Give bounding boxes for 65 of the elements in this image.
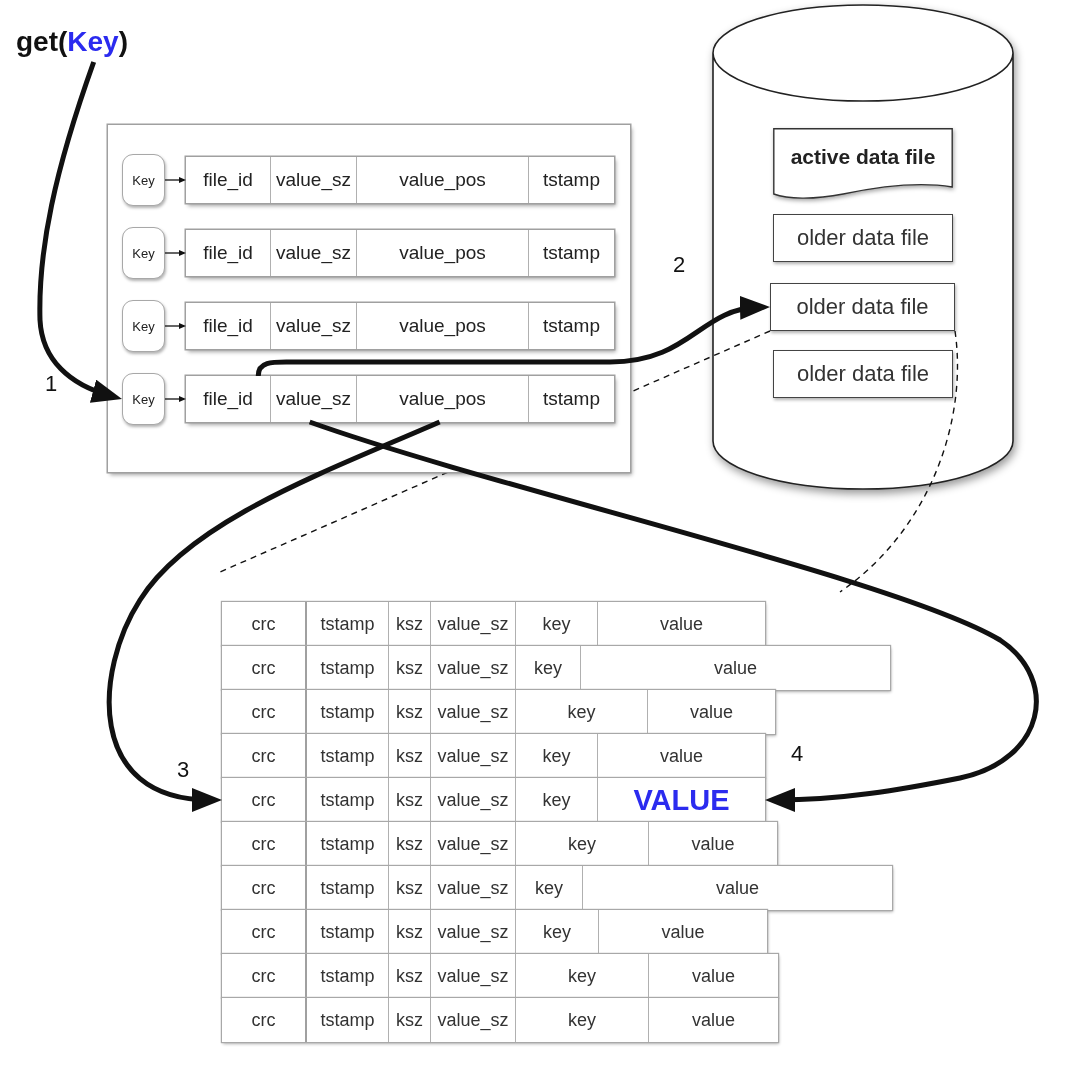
keydir-field: value_pos [357, 157, 529, 203]
keydir-field: tstamp [529, 230, 614, 276]
data-record [222, 734, 765, 778]
record-field: crc [222, 734, 305, 778]
record-field: value [648, 998, 778, 1042]
data-file-box: older data file [773, 214, 953, 262]
data-record [222, 954, 778, 998]
keydir-field: value_sz [271, 376, 357, 422]
connector-arrow [164, 396, 186, 402]
keydir-field: value_pos [357, 303, 529, 349]
keydir-field: file_id [186, 303, 271, 349]
record-field: crc [222, 866, 305, 910]
keydir-field: file_id [186, 157, 271, 203]
keydir-entry [186, 376, 614, 422]
key-field: Key [122, 227, 165, 279]
record-field: key [515, 998, 648, 1042]
record-field: crc [222, 954, 305, 998]
key-field: Key [122, 300, 165, 352]
record-field: crc [222, 602, 305, 646]
keydir-panel [108, 125, 630, 472]
keydir-field: tstamp [529, 376, 614, 422]
function-call-text: get(Key) [16, 22, 150, 62]
record-field: crc [222, 778, 305, 822]
disk-cylinder [711, 3, 1015, 493]
key-field: Key [122, 373, 165, 425]
keydir-field: value_sz [271, 303, 357, 349]
record-field: crc [222, 646, 305, 690]
zoom-guide-line [839, 330, 958, 593]
record-field: value_sz [430, 998, 515, 1042]
data-file-box: older data file [773, 350, 953, 398]
connector-arrow [164, 250, 186, 256]
data-record [222, 910, 767, 954]
step-arrow [308, 419, 1039, 812]
keydir-field: value_sz [271, 157, 357, 203]
step-arrow [106, 419, 441, 811]
data-record [222, 778, 765, 822]
record-field: crc [222, 690, 305, 734]
record-field: ksz [388, 998, 430, 1042]
data-record [222, 998, 778, 1042]
data-record [222, 690, 775, 734]
keydir-field: value_pos [357, 230, 529, 276]
keydir-field: tstamp [529, 157, 614, 203]
record-field: tstamp [305, 998, 388, 1042]
keydir-field: tstamp [529, 303, 614, 349]
keydir-entry [186, 230, 614, 276]
connector-arrow [164, 177, 186, 183]
data-file-box: older data file [770, 283, 955, 331]
keydir-entry [186, 157, 614, 203]
record-field: crc [222, 822, 305, 866]
data-record [222, 866, 892, 910]
keydir-field: value_pos [357, 376, 529, 422]
zoom-guide-line [219, 330, 771, 573]
record-field: crc [222, 998, 305, 1042]
connector-arrow [164, 323, 186, 329]
key-field: Key [122, 154, 165, 206]
data-record [222, 602, 765, 646]
step-arrow [37, 61, 122, 403]
record-field: crc [222, 910, 305, 954]
keydir-entry [186, 303, 614, 349]
data-record [222, 822, 777, 866]
keydir-field: file_id [186, 230, 271, 276]
keydir-field: value_sz [271, 230, 357, 276]
keydir-field: file_id [186, 376, 271, 422]
active-file-document: active data file [773, 128, 953, 200]
data-record [222, 646, 890, 690]
